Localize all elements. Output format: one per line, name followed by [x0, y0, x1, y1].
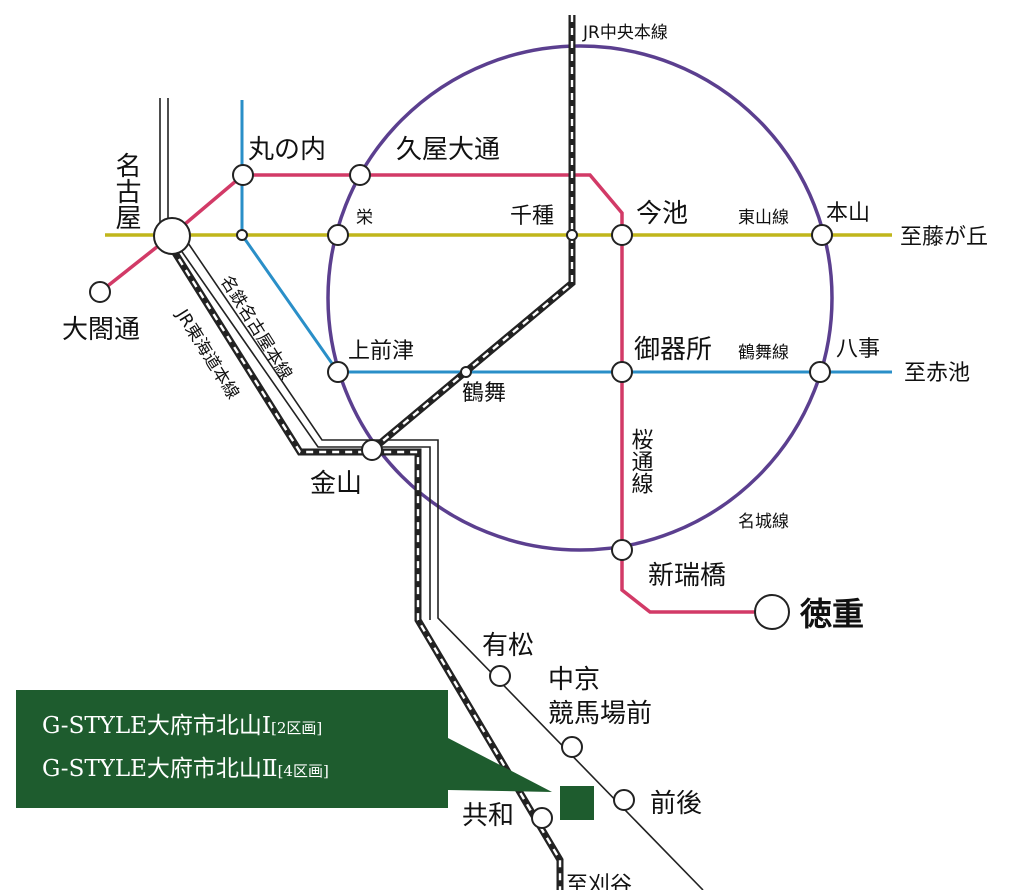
station-chukyo[interactable] [561, 736, 583, 758]
callout-line-1: G-STYLE大府市北山Ⅰ[2区画] [42, 706, 448, 749]
station-taikodori[interactable] [89, 281, 111, 303]
station-marunouchi-lower [236, 229, 248, 241]
label-imaike: 今池 [636, 199, 688, 229]
station-gokiso[interactable] [611, 361, 633, 383]
label-aratamabashi: 新瑞橋 [648, 561, 726, 591]
station-sakae[interactable] [327, 224, 349, 246]
label-chukyo-part: 競馬場前 [548, 699, 652, 729]
label-tokushige: 徳重 [799, 595, 864, 633]
callout-pointer [448, 738, 552, 792]
label-marunouchi: 丸の内 [248, 135, 326, 165]
label-taikodori: 大閤通 [62, 315, 140, 345]
label-jr-chuo: JR中央本線 [582, 23, 668, 43]
label-to-fujigaoka: 至藤が丘 [900, 225, 988, 250]
label-kyowa: 共和 [462, 801, 514, 831]
station-imaike[interactable] [611, 224, 633, 246]
station-tsurumai[interactable] [460, 366, 472, 378]
label-meijo: 名城線 [738, 512, 789, 532]
label-zengo: 前後 [650, 789, 702, 819]
jr-chuo-line [369, 15, 576, 453]
label-sakuradori: 桜通線 [628, 428, 654, 494]
station-kamimaezu[interactable] [327, 361, 349, 383]
label-motoyama: 本山 [826, 201, 870, 226]
label-chukyo: 中京競馬場前 [548, 665, 652, 729]
label-jr-tokaido: JR東海道本線 [171, 305, 242, 403]
jr-tokaido-line [169, 246, 564, 890]
label-arimatsu: 有松 [482, 631, 534, 661]
callout-line-2-sub: [4区画] [277, 762, 329, 780]
callout-line-1-main: G-STYLE大府市北山Ⅰ [42, 713, 272, 739]
label-tsurumai-line: 鶴舞線 [738, 343, 789, 363]
property-callout: G-STYLE大府市北山Ⅰ[2区画] G-STYLE大府市北山Ⅱ[4区画] [16, 690, 448, 808]
station-hisaya[interactable] [349, 164, 371, 186]
station-aratamabashi[interactable] [611, 539, 633, 561]
station-chikusa[interactable] [566, 229, 578, 241]
label-kanayama: 金山 [310, 469, 362, 499]
label-nagoya: 名古屋 [111, 152, 141, 230]
station-kanayama[interactable] [361, 439, 383, 461]
label-hisaya: 久屋大通 [396, 135, 500, 165]
label-chikusa: 千種 [510, 204, 554, 229]
label-yagoto: 八事 [836, 337, 880, 362]
label-to-akaike: 至赤池 [904, 361, 970, 386]
station-motoyama[interactable] [811, 224, 833, 246]
station-yagoto[interactable] [809, 361, 831, 383]
callout-line-1-sub: [2区画] [271, 719, 323, 737]
station-kyowa[interactable] [531, 807, 553, 829]
station-nagoya[interactable] [153, 217, 191, 255]
label-to-kariya: 至刈谷 [566, 873, 632, 890]
label-chukyo-part: 中京 [548, 665, 600, 695]
station-arimatsu[interactable] [489, 665, 511, 687]
station-zengo[interactable] [613, 789, 635, 811]
label-kamimaezu: 上前津 [348, 339, 414, 364]
label-tsurumai: 鶴舞 [462, 381, 506, 406]
station-marunouchi[interactable] [232, 164, 254, 186]
callout-line-2-main: G-STYLE大府市北山Ⅱ [42, 756, 278, 782]
label-gokiso: 御器所 [634, 335, 712, 365]
station-tokushige[interactable] [754, 594, 790, 630]
label-higashiyama: 東山線 [738, 208, 789, 228]
property-marker[interactable] [560, 786, 594, 820]
label-sakae: 栄 [356, 208, 373, 228]
callout-line-2: G-STYLE大府市北山Ⅱ[4区画] [42, 749, 448, 792]
meijo-line [326, 44, 834, 552]
